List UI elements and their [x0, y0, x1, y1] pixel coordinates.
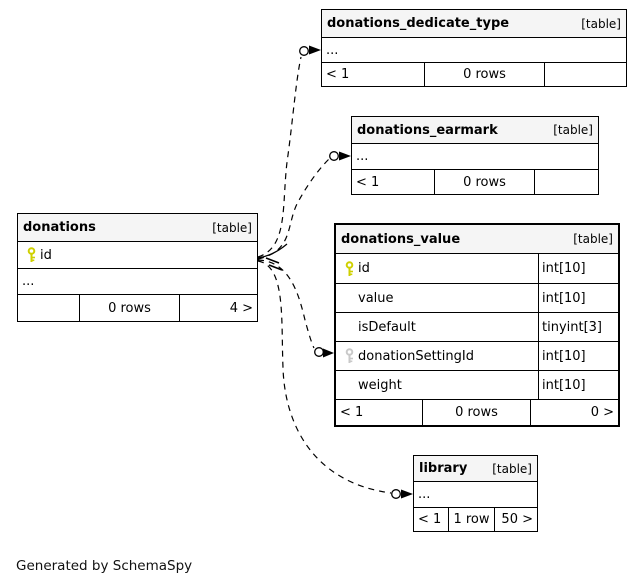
- column-type: int[10]: [538, 371, 618, 399]
- column-name: weight: [358, 377, 402, 393]
- table-name[interactable]: donations_value: [341, 231, 461, 247]
- table-tag: [table]: [553, 123, 593, 137]
- table-tag: [table]: [492, 461, 532, 476]
- rows-count: 0 rows: [422, 400, 530, 425]
- children-count: 4 >: [179, 295, 257, 321]
- generated-by-caption: Generated by SchemaSpy: [16, 558, 193, 574]
- column-name: id: [358, 261, 370, 276]
- arrowhead-earmark: [339, 151, 351, 161]
- column-type: tinyint[3]: [538, 313, 618, 341]
- parents-count: < 1: [340, 405, 364, 420]
- table-header[interactable]: donations_value [table]: [336, 225, 618, 254]
- rows-count: 0 rows: [424, 63, 544, 86]
- table-donations-dedicate-type: donations_dedicate_type [table] ... < 1 …: [321, 9, 627, 87]
- table-footer: < 1 1 row 50 >: [414, 507, 537, 531]
- column-row-id: id: [18, 242, 257, 268]
- parents-count: [18, 295, 79, 321]
- table-header[interactable]: donations_dedicate_type [table]: [322, 10, 626, 38]
- primary-key-icon: [340, 260, 358, 277]
- parents-count: < 1: [356, 174, 380, 190]
- table-footer: < 1 0 rows 0 >: [336, 399, 618, 425]
- circle-marker-dedicate-type: [299, 46, 309, 56]
- column-row-weight: weight int[10]: [336, 370, 618, 399]
- table-donations: donations [table] id ... 0 rows 4 >: [17, 213, 258, 322]
- table-header[interactable]: library [table]: [414, 456, 537, 482]
- edge-donations-to-donations-value: [257, 259, 315, 349]
- edge-donations-to-donations-dedicate-type: [257, 56, 302, 258]
- table-name[interactable]: donations_earmark: [357, 122, 498, 138]
- column-name: donationSettingId: [358, 348, 474, 364]
- rows-count: 1 row: [448, 508, 494, 531]
- ellipsis-label: ...: [326, 42, 339, 58]
- table-name[interactable]: library: [419, 461, 468, 476]
- table-tag: [table]: [573, 232, 613, 246]
- table-header[interactable]: donations_earmark [table]: [352, 117, 598, 144]
- table-library: library [table] ... < 1 1 row 50 >: [413, 455, 538, 532]
- children-count: [544, 63, 626, 86]
- ellipsis-label: ...: [22, 274, 35, 289]
- column-row-donation-setting-id: donationSettingId int[10]: [336, 341, 618, 370]
- collapsed-columns-row: ...: [18, 268, 257, 294]
- column-name: isDefault: [358, 319, 416, 335]
- collapsed-columns-row: ...: [414, 482, 537, 507]
- edge-donations-to-donations-earmark: [257, 158, 330, 260]
- table-header[interactable]: donations [table]: [18, 214, 257, 242]
- collapsed-columns-row: ...: [352, 144, 598, 169]
- table-tag: [table]: [581, 16, 621, 31]
- circle-marker-earmark: [329, 151, 339, 161]
- circle-marker-donation-setting-id: [314, 347, 324, 357]
- arrowhead-donation-setting-id: [323, 348, 334, 358]
- ellipsis-label: ...: [356, 149, 369, 164]
- column-type: int[10]: [538, 342, 618, 370]
- circle-marker-library: [391, 489, 401, 499]
- ellipsis-label: ...: [418, 487, 431, 502]
- column-row-value: value int[10]: [336, 283, 618, 312]
- parents-count: < 1: [326, 67, 350, 82]
- arrowhead-dedicate-type: [309, 45, 321, 55]
- table-name[interactable]: donations: [23, 220, 96, 235]
- table-donations-earmark: donations_earmark [table] ... < 1 0 rows: [351, 116, 599, 195]
- children-count: 50 >: [494, 508, 537, 531]
- table-footer: 0 rows 4 >: [18, 294, 257, 321]
- table-footer: < 1 0 rows: [352, 169, 598, 194]
- column-row-id: id int[10]: [336, 254, 618, 283]
- table-name[interactable]: donations_dedicate_type: [327, 16, 510, 31]
- table-tag: [table]: [212, 220, 252, 235]
- edge-source-merge-stub: [257, 243, 288, 259]
- children-count: 0 >: [530, 400, 618, 425]
- collapsed-columns-row: ...: [322, 38, 626, 62]
- column-type: int[10]: [538, 284, 618, 312]
- parents-count: < 1: [418, 512, 442, 527]
- edge-source-open-arrow: [265, 257, 283, 271]
- column-name: value: [358, 290, 394, 306]
- primary-key-icon: [22, 247, 40, 263]
- table-donations-value: donations_value [table] id int[10]: [334, 223, 620, 427]
- column-name: id: [40, 247, 52, 263]
- rows-count: 0 rows: [434, 170, 534, 194]
- rows-count: 0 rows: [79, 295, 179, 321]
- foreign-key-icon: [340, 348, 358, 364]
- table-footer: < 1 0 rows: [322, 62, 626, 86]
- arrowhead-library: [401, 489, 413, 499]
- column-type: int[10]: [538, 254, 618, 283]
- column-row-is-default: isDefault tinyint[3]: [336, 312, 618, 341]
- children-count: [534, 170, 598, 194]
